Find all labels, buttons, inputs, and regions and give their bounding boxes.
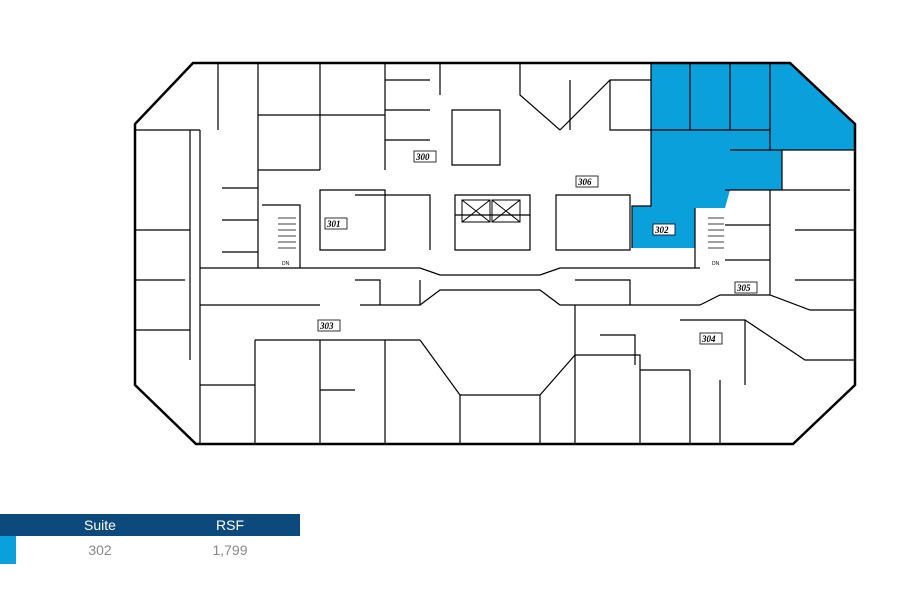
suite-tag-301: 301 bbox=[326, 219, 341, 229]
suite-column-header: Suite bbox=[84, 517, 116, 533]
suite-tag-304: 304 bbox=[701, 334, 716, 344]
suite-302-highlight[interactable] bbox=[632, 64, 855, 248]
suite-tag-305: 305 bbox=[736, 283, 751, 293]
suite-tags: 300 301 302 303 304 305 306 bbox=[317, 150, 758, 345]
suite-tag-306: 306 bbox=[577, 177, 592, 187]
rsf-column-header: RSF bbox=[216, 517, 244, 533]
interior-walls bbox=[135, 63, 855, 444]
suite-rsf: 1,799 bbox=[212, 542, 248, 558]
suite-tag-303: 303 bbox=[319, 321, 334, 331]
suite-tag-300: 300 bbox=[415, 152, 430, 162]
suite-table: Suite RSF 302 1,799 bbox=[0, 514, 300, 564]
table-row[interactable]: 302 1,799 bbox=[0, 536, 300, 564]
elevator-shafts bbox=[461, 199, 521, 223]
stairs bbox=[278, 217, 724, 249]
stair-label-right: DN bbox=[712, 261, 720, 267]
suite-color-swatch bbox=[0, 536, 16, 564]
suite-tag-302: 302 bbox=[654, 225, 669, 235]
suite-table-header: Suite RSF bbox=[0, 514, 300, 536]
suite-number: 302 bbox=[88, 542, 112, 558]
stair-label-left: DN bbox=[282, 261, 290, 267]
building-outline bbox=[133, 61, 857, 446]
floor-plan: DN DN 300 301 302 303 304 305 306 bbox=[133, 61, 857, 446]
